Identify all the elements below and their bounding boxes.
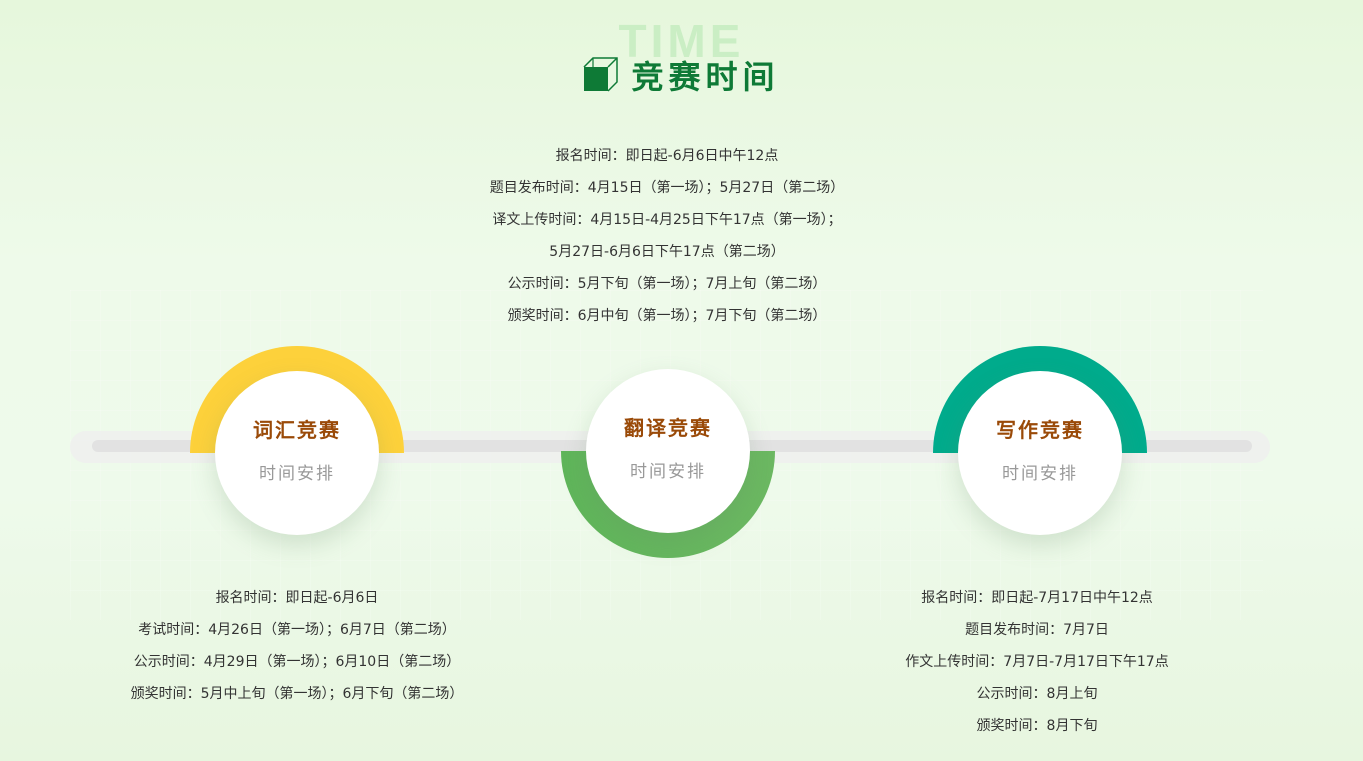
node-title: 翻译竞赛 bbox=[624, 416, 712, 440]
schedule-line: 考试时间：4月26日（第一场）；6月7日（第二场） bbox=[138, 622, 456, 638]
page-title: 竞赛时间 bbox=[631, 58, 780, 96]
schedule-line: 颁奖时间：5月中上旬（第一场）；6月下旬（第二场） bbox=[130, 686, 464, 702]
schedule-line: 报名时间：即日起-7月17日中午12点 bbox=[921, 590, 1153, 606]
schedule-line: 颁奖时间：8月下旬 bbox=[976, 718, 1098, 734]
schedule-line: 颁奖时间：6月中旬（第一场）；7月下旬（第二场） bbox=[507, 308, 827, 324]
schedule-line: 报名时间：即日起-6月6日 bbox=[215, 590, 379, 606]
node-disc: 写作竞赛 时间安排 bbox=[958, 371, 1122, 535]
node-subtitle: 时间安排 bbox=[630, 462, 706, 482]
schedule-line: 题目发布时间：4月15日（第一场）；5月27日（第二场） bbox=[489, 180, 845, 196]
schedule-line: 译文上传时间：4月15日-4月25日下午17点（第一场）； bbox=[492, 212, 842, 228]
section-header: 竞赛时间 bbox=[0, 52, 1363, 98]
node-subtitle: 时间安排 bbox=[259, 464, 335, 484]
node-title: 写作竞赛 bbox=[996, 418, 1084, 442]
schedule-line: 题目发布时间：7月7日 bbox=[965, 622, 1109, 638]
schedule-line: 公示时间：4月29日（第一场）；6月10日（第二场） bbox=[133, 654, 461, 670]
schedule-line: 公示时间：8月上旬 bbox=[976, 686, 1098, 702]
cube-icon bbox=[583, 57, 619, 92]
schedule-line: 作文上传时间：7月7日-7月17日下午17点 bbox=[905, 654, 1169, 670]
timeline-node-vocabulary: 词汇竞赛 时间安排 bbox=[190, 346, 404, 560]
node-disc: 翻译竞赛 时间安排 bbox=[586, 369, 750, 533]
schedule-line: 公示时间：5月下旬（第一场）；7月上旬（第二场） bbox=[507, 276, 827, 292]
schedule-line: 报名时间：即日起-6月6日中午12点 bbox=[555, 148, 779, 164]
schedule-line: 5月27日-6月6日下午17点（第二场） bbox=[549, 244, 785, 260]
timeline-node-writing: 写作竞赛 时间安排 bbox=[933, 346, 1147, 560]
node-title: 词汇竞赛 bbox=[253, 418, 341, 442]
translation-schedule: 报名时间：即日起-6月6日中午12点 题目发布时间：4月15日（第一场）；5月2… bbox=[367, 140, 967, 332]
node-subtitle: 时间安排 bbox=[1002, 464, 1078, 484]
node-disc: 词汇竞赛 时间安排 bbox=[215, 371, 379, 535]
time-watermark: TIME bbox=[618, 15, 745, 67]
timeline-node-translation: 翻译竞赛 时间安排 bbox=[561, 344, 775, 558]
vocabulary-schedule: 报名时间：即日起-6月6日 考试时间：4月26日（第一场）；6月7日（第二场） … bbox=[47, 582, 547, 710]
writing-schedule: 报名时间：即日起-7月17日中午12点 题目发布时间：7月7日 作文上传时间：7… bbox=[787, 582, 1287, 742]
